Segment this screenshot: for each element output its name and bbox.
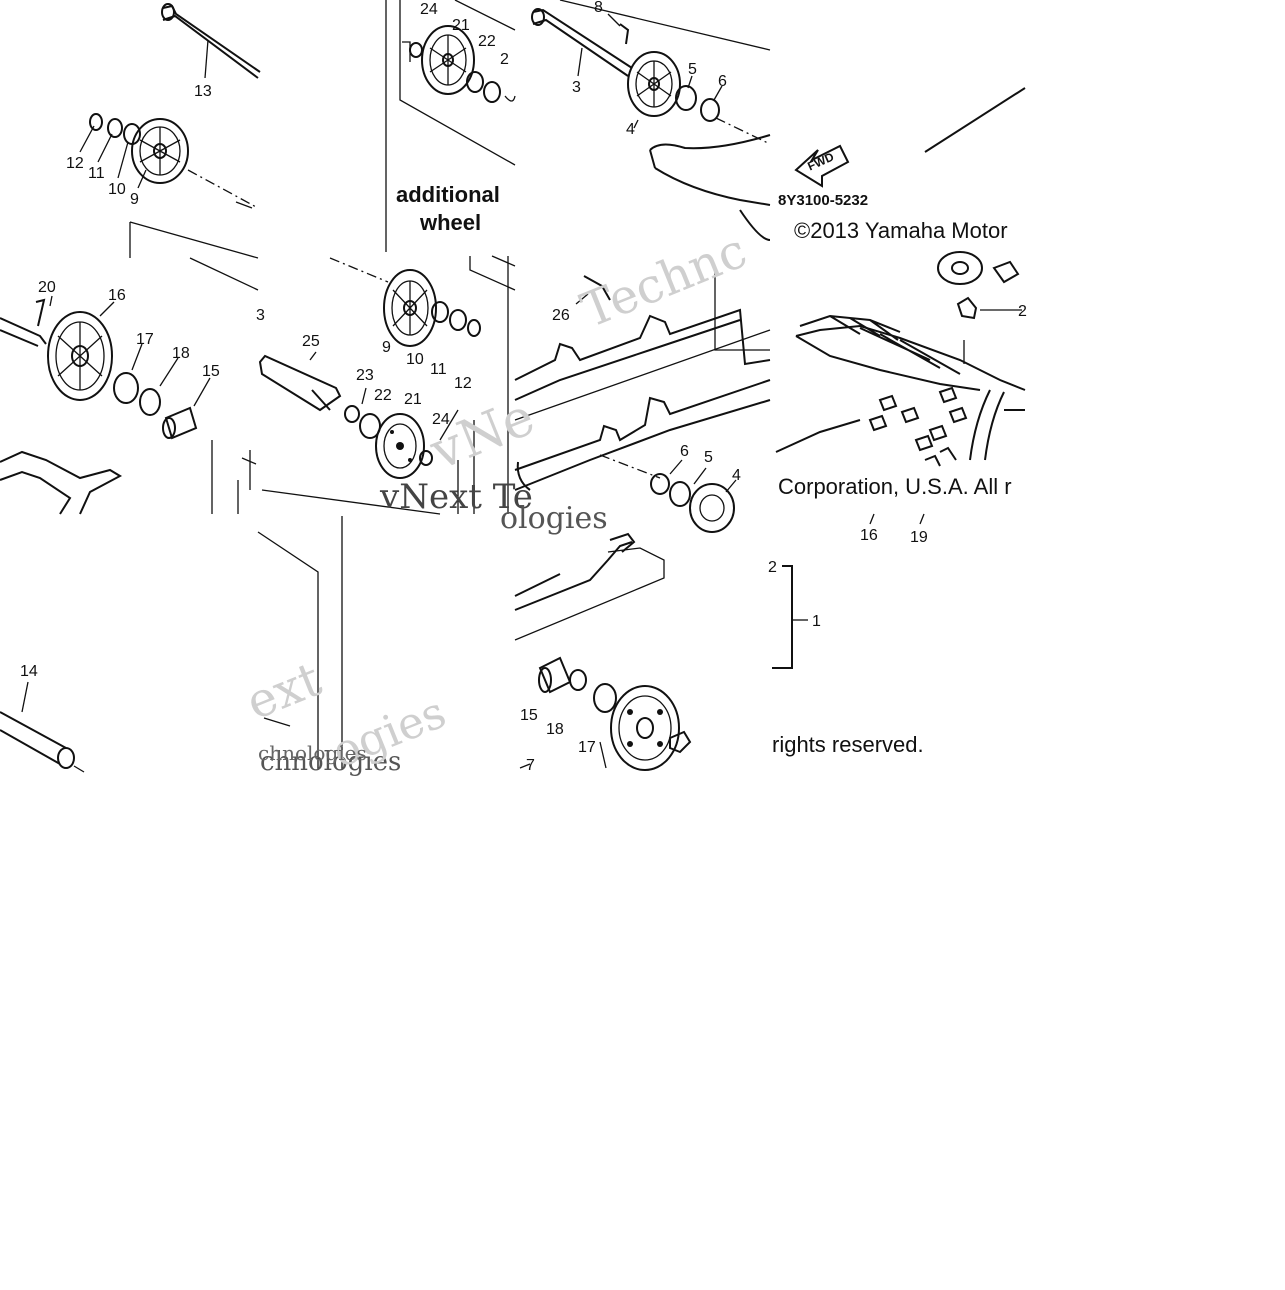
callout-12: 12 xyxy=(66,155,84,172)
callout-24-lower: 24 xyxy=(432,411,450,428)
callout-21: 21 xyxy=(452,17,470,34)
callout-5: 5 xyxy=(688,61,697,78)
copyright-line-3: rights reserved. xyxy=(772,732,924,757)
callout-4: 4 xyxy=(626,121,635,138)
watermark-text: chnologies xyxy=(260,747,401,777)
callout-4-lower: 4 xyxy=(732,467,741,484)
callout-15-lower: 15 xyxy=(520,707,538,724)
callout-22: 22 xyxy=(478,33,496,50)
callout-9-lower: 9 xyxy=(382,339,391,356)
bearing-5-icon xyxy=(675,85,697,111)
callout-20: 20 xyxy=(38,279,56,296)
bearing-22-icon xyxy=(466,71,484,93)
tile-bracket xyxy=(257,516,343,770)
wheel-9-lower-icon xyxy=(383,269,437,347)
callout-23: 23 xyxy=(356,367,374,384)
watermark-text: chnologies xyxy=(258,741,367,765)
nut-6-icon xyxy=(700,98,720,122)
wheel-4-icon xyxy=(627,51,681,117)
collar-15-icon xyxy=(164,406,198,440)
callout-18: 18 xyxy=(172,345,190,362)
tile-shaft-14 xyxy=(0,681,85,773)
callout-8: 8 xyxy=(594,0,603,16)
callout-16-lower: 16 xyxy=(860,527,878,544)
callout-6: 6 xyxy=(718,73,727,90)
tile-frame-rails xyxy=(469,255,771,533)
callout-24: 24 xyxy=(420,1,438,18)
tile-shaft-3 xyxy=(531,0,771,241)
seal-18-icon xyxy=(139,388,161,416)
tile-track xyxy=(775,251,1026,467)
wheel-9-icon xyxy=(131,118,189,184)
watermark-text: ext xyxy=(239,651,329,731)
callout-12-lower: 12 xyxy=(454,375,472,392)
callout-17-lower: 17 xyxy=(578,739,596,756)
wheel-16-icon xyxy=(47,311,113,401)
callout-18-lower: 18 xyxy=(546,721,564,738)
nut-6-lower-icon xyxy=(650,473,670,495)
callout-3-lower: 3 xyxy=(256,307,265,324)
wheel-21-lower-icon xyxy=(375,413,425,479)
watermark-layer: Technc vNext Te ologies vNe ext chnologi… xyxy=(239,223,755,779)
callout-7: 7 xyxy=(526,757,535,774)
washer-11-icon xyxy=(107,118,123,138)
tile-fwd xyxy=(794,87,1026,188)
wheel-lower-icon xyxy=(610,685,680,771)
callout-3: 3 xyxy=(572,79,581,96)
collar-15-lower-icon xyxy=(538,656,572,694)
copyright-line-1: ©2013 Yamaha Motor xyxy=(794,218,1008,243)
copyright-line-2: Corporation, U.S.A. All r xyxy=(778,474,1012,499)
caption-wheel: wheel xyxy=(419,210,481,235)
callout-17: 17 xyxy=(136,331,154,348)
callout-13: 13 xyxy=(194,83,212,100)
callout-9: 9 xyxy=(130,191,139,208)
callout-1: 1 xyxy=(812,613,821,630)
bearing-17-lower-icon xyxy=(593,683,617,713)
bearing-22-lower-icon xyxy=(359,413,381,439)
callout-2-track: 2 xyxy=(1018,303,1027,320)
tile-shaft-13 xyxy=(79,3,261,259)
callout-14: 14 xyxy=(20,663,38,680)
callout-11: 11 xyxy=(88,165,105,182)
tile-wheel-16 xyxy=(0,257,259,515)
bearing-17-icon xyxy=(113,372,139,404)
nut-12-icon xyxy=(89,113,103,131)
callout-26: 26 xyxy=(552,307,570,324)
callout-10-lower: 10 xyxy=(406,351,424,368)
seal-18-lower-icon xyxy=(569,669,587,691)
tile-wheel-17 xyxy=(514,532,692,771)
bearing-10-icon xyxy=(123,123,141,145)
callout-25: 25 xyxy=(302,333,320,350)
callout-11-lower: 11 xyxy=(430,361,447,378)
nut-23-icon xyxy=(344,405,360,423)
callout-6-lower: 6 xyxy=(680,443,689,460)
tile-wheel-21 xyxy=(241,257,481,515)
callout-10: 10 xyxy=(108,181,126,198)
callout-2x: 2 xyxy=(500,51,509,68)
watermark-text: vNe xyxy=(421,387,542,483)
callout-15: 15 xyxy=(202,363,220,380)
tile-bracket-1-2 xyxy=(772,513,925,669)
callout-19: 19 xyxy=(910,529,928,546)
bearing-5-lower-icon xyxy=(669,481,691,507)
caption-additional: additional xyxy=(396,182,500,207)
part-code: 8Y3100-5232 xyxy=(778,192,868,209)
callout-2-bracket: 2 xyxy=(768,559,777,576)
watermark-text: ologies xyxy=(500,501,608,536)
tile-additional-wheel xyxy=(385,0,516,252)
callout-labels: 13 12 11 10 9 24 21 22 2 8 3 4 5 6 20 16… xyxy=(20,0,1027,774)
wheel-4-lower-icon xyxy=(689,483,735,533)
callout-5-lower: 5 xyxy=(704,449,713,466)
watermark-text: vNext Te xyxy=(379,477,533,517)
callout-22-lower: 22 xyxy=(374,387,392,404)
fwd-arrow-icon xyxy=(794,144,850,188)
callout-16: 16 xyxy=(108,287,126,304)
wheel-21-icon xyxy=(421,25,475,95)
callout-21-lower: 21 xyxy=(404,391,422,408)
nut-24-icon xyxy=(419,450,433,466)
